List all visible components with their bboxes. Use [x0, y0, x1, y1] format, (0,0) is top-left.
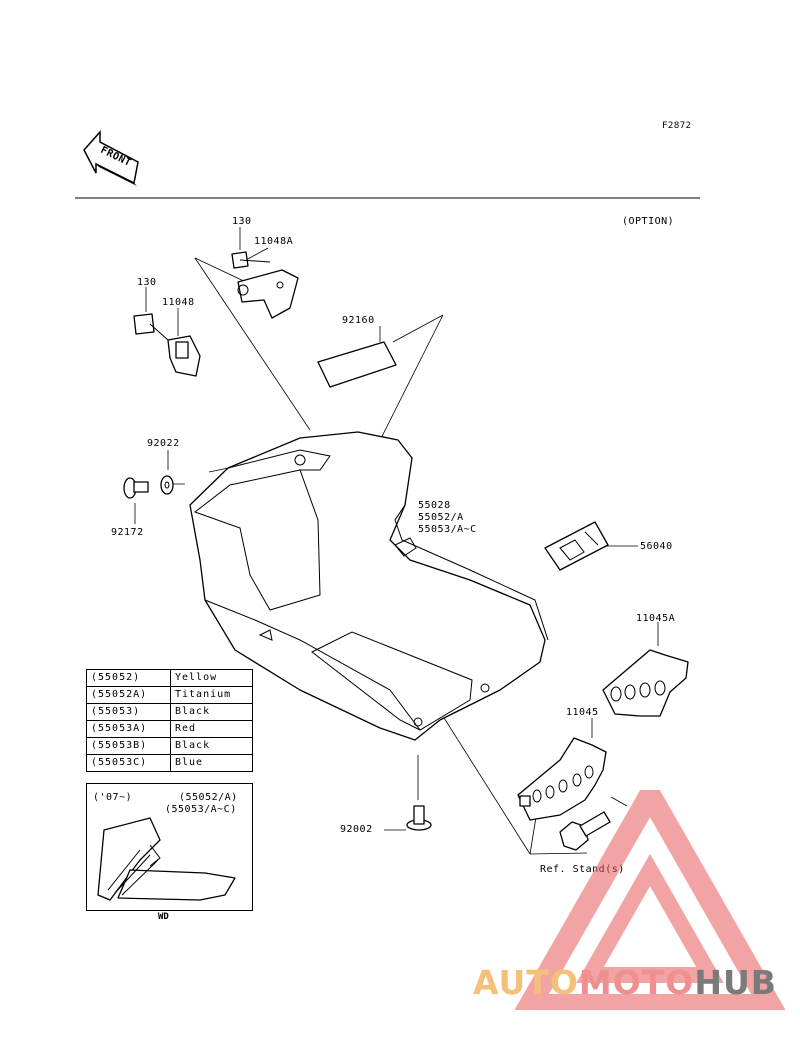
inset-wd-illustration — [97, 817, 236, 901]
table-row: (55053A)Red — [86, 720, 253, 738]
inset-caption: WD — [158, 912, 169, 922]
inset-year: ('07~) — [93, 792, 133, 803]
color-name: Red — [170, 720, 253, 738]
color-table: (55052)Yellow (55052A)Titanium (55053)Bl… — [86, 669, 253, 772]
label-ref-stand: Ref. Stand(s) — [540, 864, 625, 875]
inset-part-line1: (55052/A) — [179, 792, 238, 803]
table-row: (55052A)Titanium — [86, 686, 253, 704]
label-92172: 92172 — [111, 527, 144, 538]
bolt-130-upper — [231, 251, 271, 269]
color-name: Black — [170, 737, 253, 755]
screw-92172 — [123, 477, 149, 499]
table-row: (55053C)Blue — [86, 754, 253, 772]
decal-56040 — [544, 521, 609, 571]
diagram-ref-code: F2872 — [662, 121, 692, 131]
bracket-11045a — [602, 649, 689, 717]
color-code: (55052) — [86, 669, 171, 687]
table-row: (55053B)Black — [86, 737, 253, 755]
label-11048: 11048 — [162, 297, 195, 308]
inset-box: ('07~) (55052/A) (55053/A~C) — [86, 783, 253, 911]
bracket-11048a — [237, 269, 299, 319]
label-11045: 11045 — [566, 707, 599, 718]
label-11045a: 11045A — [636, 613, 675, 624]
watermark-part1: AUTO — [473, 963, 579, 1002]
bracket-11045 — [517, 737, 607, 821]
washer-92022 — [160, 475, 174, 495]
label-130-upper: 130 — [232, 216, 252, 227]
color-name: Titanium — [170, 686, 253, 704]
label-55028: 55028 — [418, 500, 451, 511]
stand-bolt — [559, 811, 611, 851]
color-name: Yellow — [170, 669, 253, 687]
inset-part-line2: (55053/A~C) — [165, 804, 237, 815]
label-92022: 92022 — [147, 438, 180, 449]
label-130-lower: 130 — [137, 277, 157, 288]
sticker-92160 — [317, 341, 397, 388]
watermark-part2: MOTO — [578, 963, 695, 1002]
color-code: (55053B) — [86, 737, 171, 755]
label-56040: 56040 — [640, 541, 673, 552]
label-92160: 92160 — [342, 315, 375, 326]
option-note: (OPTION) — [622, 216, 675, 227]
color-name: Blue — [170, 754, 253, 772]
label-11048a: 11048A — [254, 236, 293, 247]
color-code: (55053A) — [86, 720, 171, 738]
color-code: (55053C) — [86, 754, 171, 772]
label-55052a: 55052/A — [418, 512, 464, 523]
label-92002: 92002 — [340, 824, 373, 835]
bolt-130-lower — [133, 313, 169, 341]
table-row: (55052)Yellow — [86, 669, 253, 687]
color-code: (55053) — [86, 703, 171, 721]
watermark-logo: AUTOMOTOHUB — [473, 963, 777, 1002]
front-arrow-icon: FRONT — [83, 130, 139, 186]
watermark-part3: HUB — [694, 963, 777, 1002]
color-code: (55052A) — [86, 686, 171, 704]
bolt-92002 — [406, 805, 432, 831]
watermark-triangle-icon — [514, 790, 786, 1010]
table-row: (55053)Black — [86, 703, 253, 721]
under-cowl-part — [189, 431, 549, 741]
bracket-11048 — [167, 335, 201, 377]
label-55053ac: 55053/A~C — [418, 524, 477, 535]
color-name: Black — [170, 703, 253, 721]
